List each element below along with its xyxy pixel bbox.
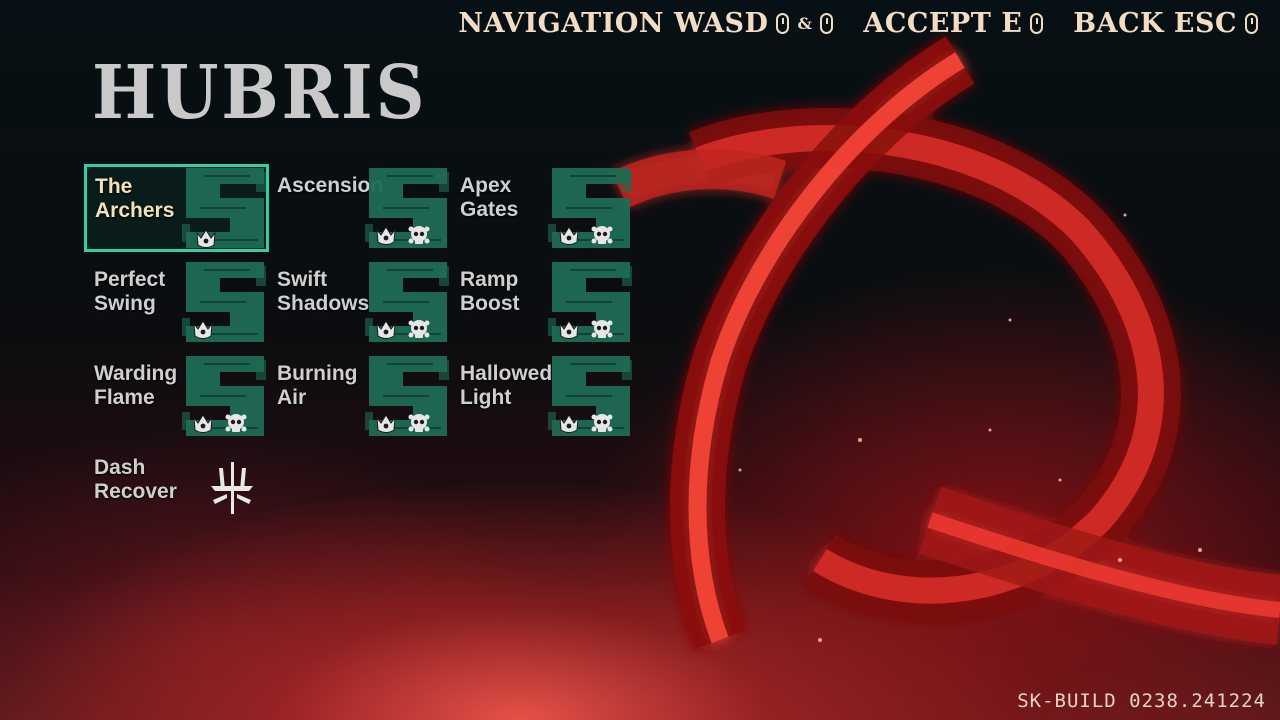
skill-label: Burning Air	[277, 362, 358, 409]
mouse-icon	[1030, 13, 1044, 34]
skill-tile[interactable]: Swift Shadows	[267, 258, 452, 346]
skill-label: Apex Gates	[460, 174, 519, 221]
crown-icon	[190, 316, 216, 342]
skull-icon	[589, 316, 615, 342]
navigation-label: NAVIGATION WASD	[458, 8, 769, 39]
mouse-icon	[820, 13, 834, 34]
build-version: SK-BUILD 0238.241224	[1017, 690, 1266, 712]
crown-icon	[373, 222, 399, 248]
skull-icon	[223, 410, 249, 436]
skill-label: Ramp Boost	[460, 268, 520, 315]
mouse-icon	[776, 13, 790, 34]
crown-icon	[193, 225, 219, 251]
crown-icon	[373, 316, 399, 342]
skill-tile[interactable]: Ascension	[267, 164, 452, 252]
skill-tile[interactable]: Burning Air	[267, 352, 452, 440]
rune-emblem-icon	[180, 164, 268, 252]
page-title: HUBRIS	[92, 50, 428, 136]
skill-label: Hallowed Light	[460, 362, 553, 409]
skull-icon	[406, 410, 432, 436]
skull-icon	[406, 316, 432, 342]
trident-icon	[209, 460, 255, 516]
accept-hint[interactable]: ACCEPT E	[863, 8, 1044, 39]
skill-label: Swift Shadows	[277, 268, 370, 315]
skill-label: Warding Flame	[94, 362, 178, 409]
navigation-hint: NAVIGATION WASD &	[458, 8, 834, 39]
skill-tile[interactable]: Hallowed Light	[450, 352, 635, 440]
skill-label: The Archers	[95, 175, 175, 222]
skill-label: Perfect Swing	[94, 268, 166, 315]
crown-icon	[556, 410, 582, 436]
navigation-and: &	[797, 14, 813, 33]
rune-emblem-icon	[180, 258, 268, 346]
skill-tile[interactable]: Ramp Boost	[450, 258, 635, 346]
skull-icon	[406, 222, 432, 248]
skill-tile[interactable]: Apex Gates	[450, 164, 635, 252]
skill-tile[interactable]: Warding Flame	[84, 352, 269, 440]
crown-icon	[190, 410, 216, 436]
accept-label: ACCEPT E	[863, 8, 1023, 39]
back-label: BACK ESC	[1073, 8, 1237, 39]
skill-tile[interactable]: Dash Recover	[84, 446, 269, 534]
skill-tile[interactable]: Perfect Swing	[84, 258, 269, 346]
mouse-icon	[1245, 13, 1258, 34]
controls-hint-bar: NAVIGATION WASD & ACCEPT E BACK ESC	[458, 8, 1258, 39]
skill-tile[interactable]: The Archers	[84, 164, 269, 252]
skull-icon	[589, 222, 615, 248]
crown-icon	[556, 316, 582, 342]
skull-icon	[589, 410, 615, 436]
skill-label: Ascension	[277, 174, 384, 197]
skill-label: Dash Recover	[94, 456, 177, 503]
crown-icon	[556, 222, 582, 248]
crown-icon	[373, 410, 399, 436]
back-hint[interactable]: BACK ESC	[1073, 8, 1258, 39]
